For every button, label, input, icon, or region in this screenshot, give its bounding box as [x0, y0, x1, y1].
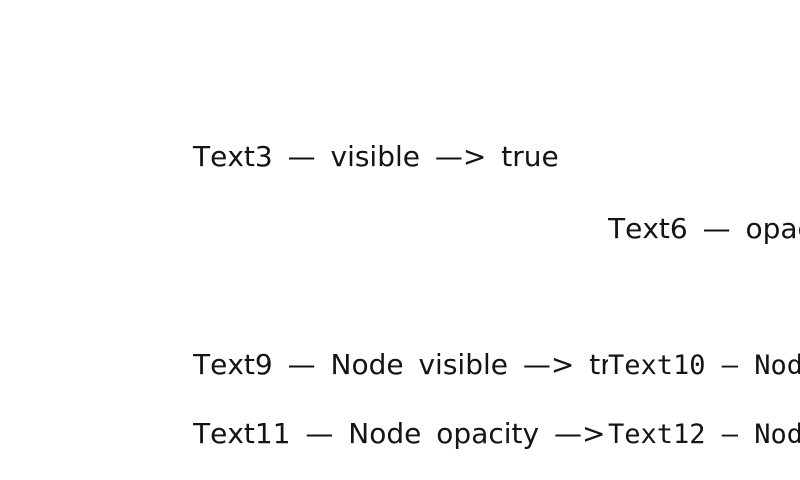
- text9-label: Text9 — Node visible —> tru: [193, 348, 608, 381]
- text6-label: Text6 — opac: [608, 212, 800, 245]
- text3-label: Text3 — visible —> true: [193, 140, 559, 173]
- text10-label: Text10 — Nod: [608, 350, 800, 381]
- text12-label: Text12 — Nod: [608, 419, 800, 450]
- text11-label: Text11 — Node opacity —> 0: [193, 417, 608, 450]
